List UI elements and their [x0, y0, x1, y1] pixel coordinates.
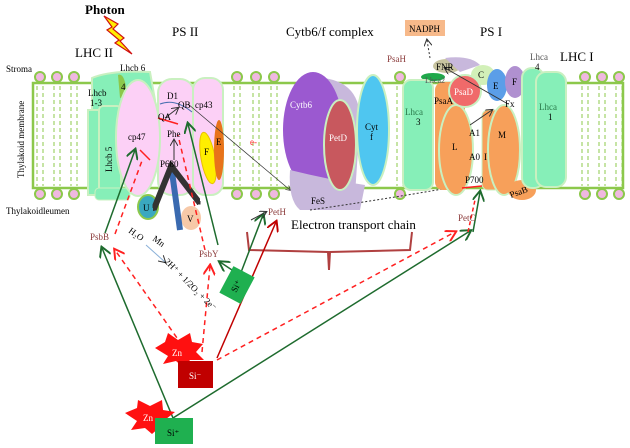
etc-label: Electron transport chain — [291, 217, 416, 232]
si-plus-small-box — [219, 266, 255, 304]
psad-label: PsaD — [454, 87, 474, 97]
psbb-label: PsbB — [90, 232, 109, 242]
lipid-head — [231, 188, 243, 200]
qa-label: QA — [158, 112, 171, 122]
lipid-head — [34, 188, 46, 200]
reaction-label: 2H⁺ + 1/2O₂ + 2e⁻ — [163, 256, 219, 312]
peth-label: PetH — [268, 207, 287, 217]
a1-label: A1 — [469, 128, 480, 138]
d1-label: D1 — [167, 91, 178, 101]
p680-label: P680 — [160, 159, 179, 169]
c-label: C — [478, 70, 484, 80]
cytf-label: Cyt — [365, 122, 379, 132]
u-label: U — [143, 203, 150, 213]
lipid-head — [68, 188, 80, 200]
lhca4-label-2: 4 — [535, 62, 540, 72]
cytf-label-2: f — [370, 132, 373, 142]
zn-label-2: Zn — [143, 413, 153, 423]
regulation-arrows — [102, 124, 480, 419]
zn-label-1: Zn — [172, 348, 182, 358]
lipid-head — [51, 71, 63, 83]
cytb6-label: Cytb6 — [290, 100, 313, 110]
si-plus-label: Si⁺ — [167, 428, 180, 438]
lhcb6-label: Lhcb 6 — [120, 63, 146, 73]
f-label: F — [204, 147, 209, 157]
lipid-head — [231, 71, 243, 83]
psi-complex — [402, 20, 567, 200]
zn-star-1 — [155, 333, 204, 368]
psah-label: PsaH — [387, 54, 407, 64]
lipid-head — [613, 71, 625, 83]
lipid-head — [51, 188, 63, 200]
lipid-head — [579, 71, 591, 83]
lipid-head — [579, 188, 591, 200]
lhca3-label-2: 3 — [416, 117, 421, 127]
fnr-label: FNR — [436, 62, 454, 72]
lhcb13-label-2: 1-3 — [90, 98, 102, 108]
mn-label: Mn — [151, 233, 167, 249]
ps1-title: PS I — [480, 24, 502, 39]
petc-label: PetC — [458, 213, 476, 223]
lipid-head — [250, 188, 262, 200]
v-label: V — [187, 214, 194, 224]
p700-label: P700 — [465, 175, 484, 185]
lhcb4-label: 4 — [121, 82, 126, 92]
lumen-label: Thylakoidleumen — [6, 206, 70, 216]
cp47-label: cp47 — [128, 132, 146, 142]
f-ps1-label: F — [512, 77, 517, 87]
lipid-head — [394, 71, 406, 83]
si-plus-box — [155, 418, 193, 444]
lhcb13-label: Lhcb — [88, 88, 107, 98]
lipid-head — [596, 71, 608, 83]
membrane-label: Thylakoid membrane — [16, 101, 26, 178]
fx-label: Fx — [505, 99, 515, 109]
lipid-head — [268, 71, 280, 83]
phe-label: Phe — [167, 129, 181, 139]
lhcb5-label: Lhcb 5 — [104, 146, 114, 172]
lipid-head — [250, 71, 262, 83]
m-label: M — [498, 130, 506, 140]
e-label: E — [216, 137, 222, 147]
lipid-head — [613, 188, 625, 200]
lhc2-title: LHC II — [75, 45, 113, 60]
ps2-title: PS II — [172, 24, 198, 39]
psaa-label: PsaA — [434, 96, 454, 106]
lipid-head — [268, 188, 280, 200]
nadph-label: NADPH — [409, 24, 441, 34]
lhca1-label: Lhca — [539, 102, 557, 112]
lipid-head — [68, 71, 80, 83]
petd-label: PetD — [329, 133, 348, 143]
l-label: L — [452, 142, 458, 152]
lhca2-label: Lhca2 — [425, 76, 445, 85]
h2o-label: H₂O — [127, 225, 146, 243]
lipid-head — [394, 188, 406, 200]
lhca1-label-2: 1 — [548, 112, 553, 122]
si-minus-label: Si⁻ — [189, 371, 202, 381]
psii-complex — [115, 77, 290, 231]
cp43-label: cp43 — [195, 100, 213, 110]
photon-label: Photon — [85, 2, 126, 17]
psby-label: PsbY — [199, 249, 219, 259]
photon-bolt-icon — [103, 15, 133, 55]
fes-label: FeS — [311, 196, 325, 206]
cytb6f-title: Cytb6/f complex — [286, 24, 374, 39]
lhca3-label: Lhca — [405, 107, 423, 117]
cytb6f-complex — [283, 72, 460, 211]
lipid-head — [34, 71, 46, 83]
lhc1-title: LHC I — [560, 49, 594, 64]
si-minus-box — [178, 361, 213, 388]
qb-label: QB — [178, 100, 191, 110]
e-ps1-label: E — [493, 81, 499, 91]
stroma-label: Stroma — [6, 64, 32, 74]
lipid-head — [596, 188, 608, 200]
electron-label: e- — [250, 137, 257, 147]
a0-label: A0 — [469, 152, 480, 162]
i-label: I — [484, 152, 487, 162]
lhca4-label: Lhca — [530, 52, 548, 62]
etc-brace — [246, 231, 413, 271]
